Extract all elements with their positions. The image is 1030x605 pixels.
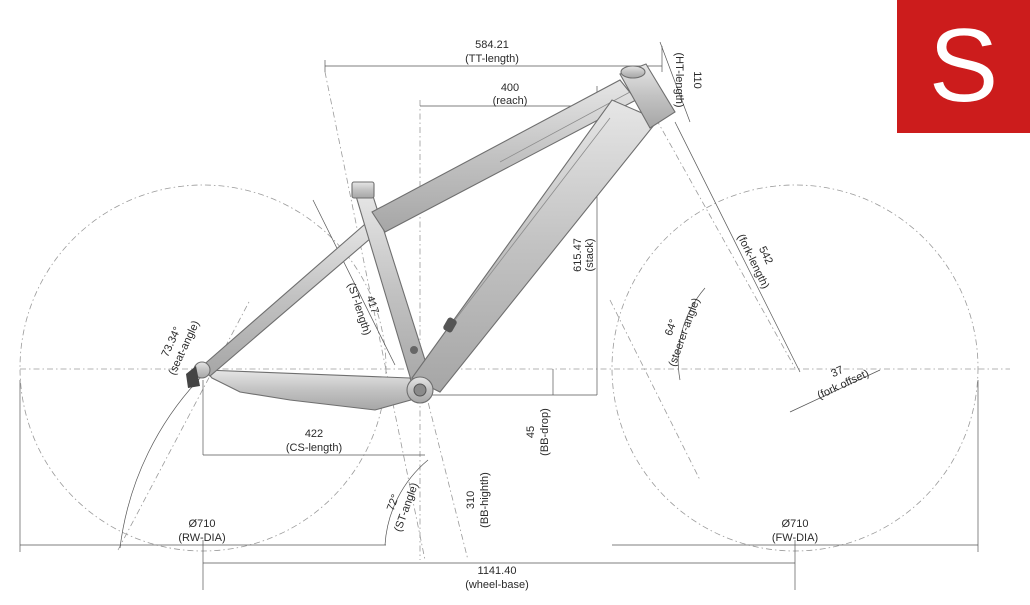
sta-value: 72°	[385, 493, 402, 513]
bbh-name: (BB-highth)	[479, 472, 491, 528]
cs-name: (CS-length)	[286, 442, 342, 454]
rw-value: Ø710	[189, 518, 216, 530]
fw-name: (FW-DIA)	[772, 532, 818, 544]
fw-value: Ø710	[782, 518, 809, 530]
rw-name: (RW-DIA)	[178, 532, 225, 544]
bbdrop-name: (BB-drop)	[539, 408, 551, 456]
tt-name: (TT-length)	[465, 53, 519, 65]
stack-name: (stack)	[584, 239, 596, 272]
ht-value: 110	[691, 71, 703, 89]
wb-name: (wheel-base)	[465, 579, 529, 591]
cs-value: 422	[305, 428, 323, 440]
st-value: 417	[364, 294, 381, 315]
reach-name: (reach)	[493, 95, 528, 107]
size-letter: S	[928, 8, 999, 124]
bbh-value: 310	[465, 491, 477, 509]
stack-value: 615.47	[572, 238, 584, 272]
reach-value: 400	[501, 82, 519, 94]
steer-value: 64°	[663, 318, 680, 338]
tt-value: 584.21	[475, 39, 509, 51]
ht-name: (HT-length)	[673, 52, 685, 107]
bicycle-frame	[186, 63, 676, 411]
offset-value: 37	[829, 364, 845, 380]
wb-value: 1141.40	[478, 565, 517, 577]
size-badge: S	[897, 0, 1030, 133]
bbdrop-value: 45	[525, 426, 537, 438]
dimension-lines	[19, 41, 979, 590]
